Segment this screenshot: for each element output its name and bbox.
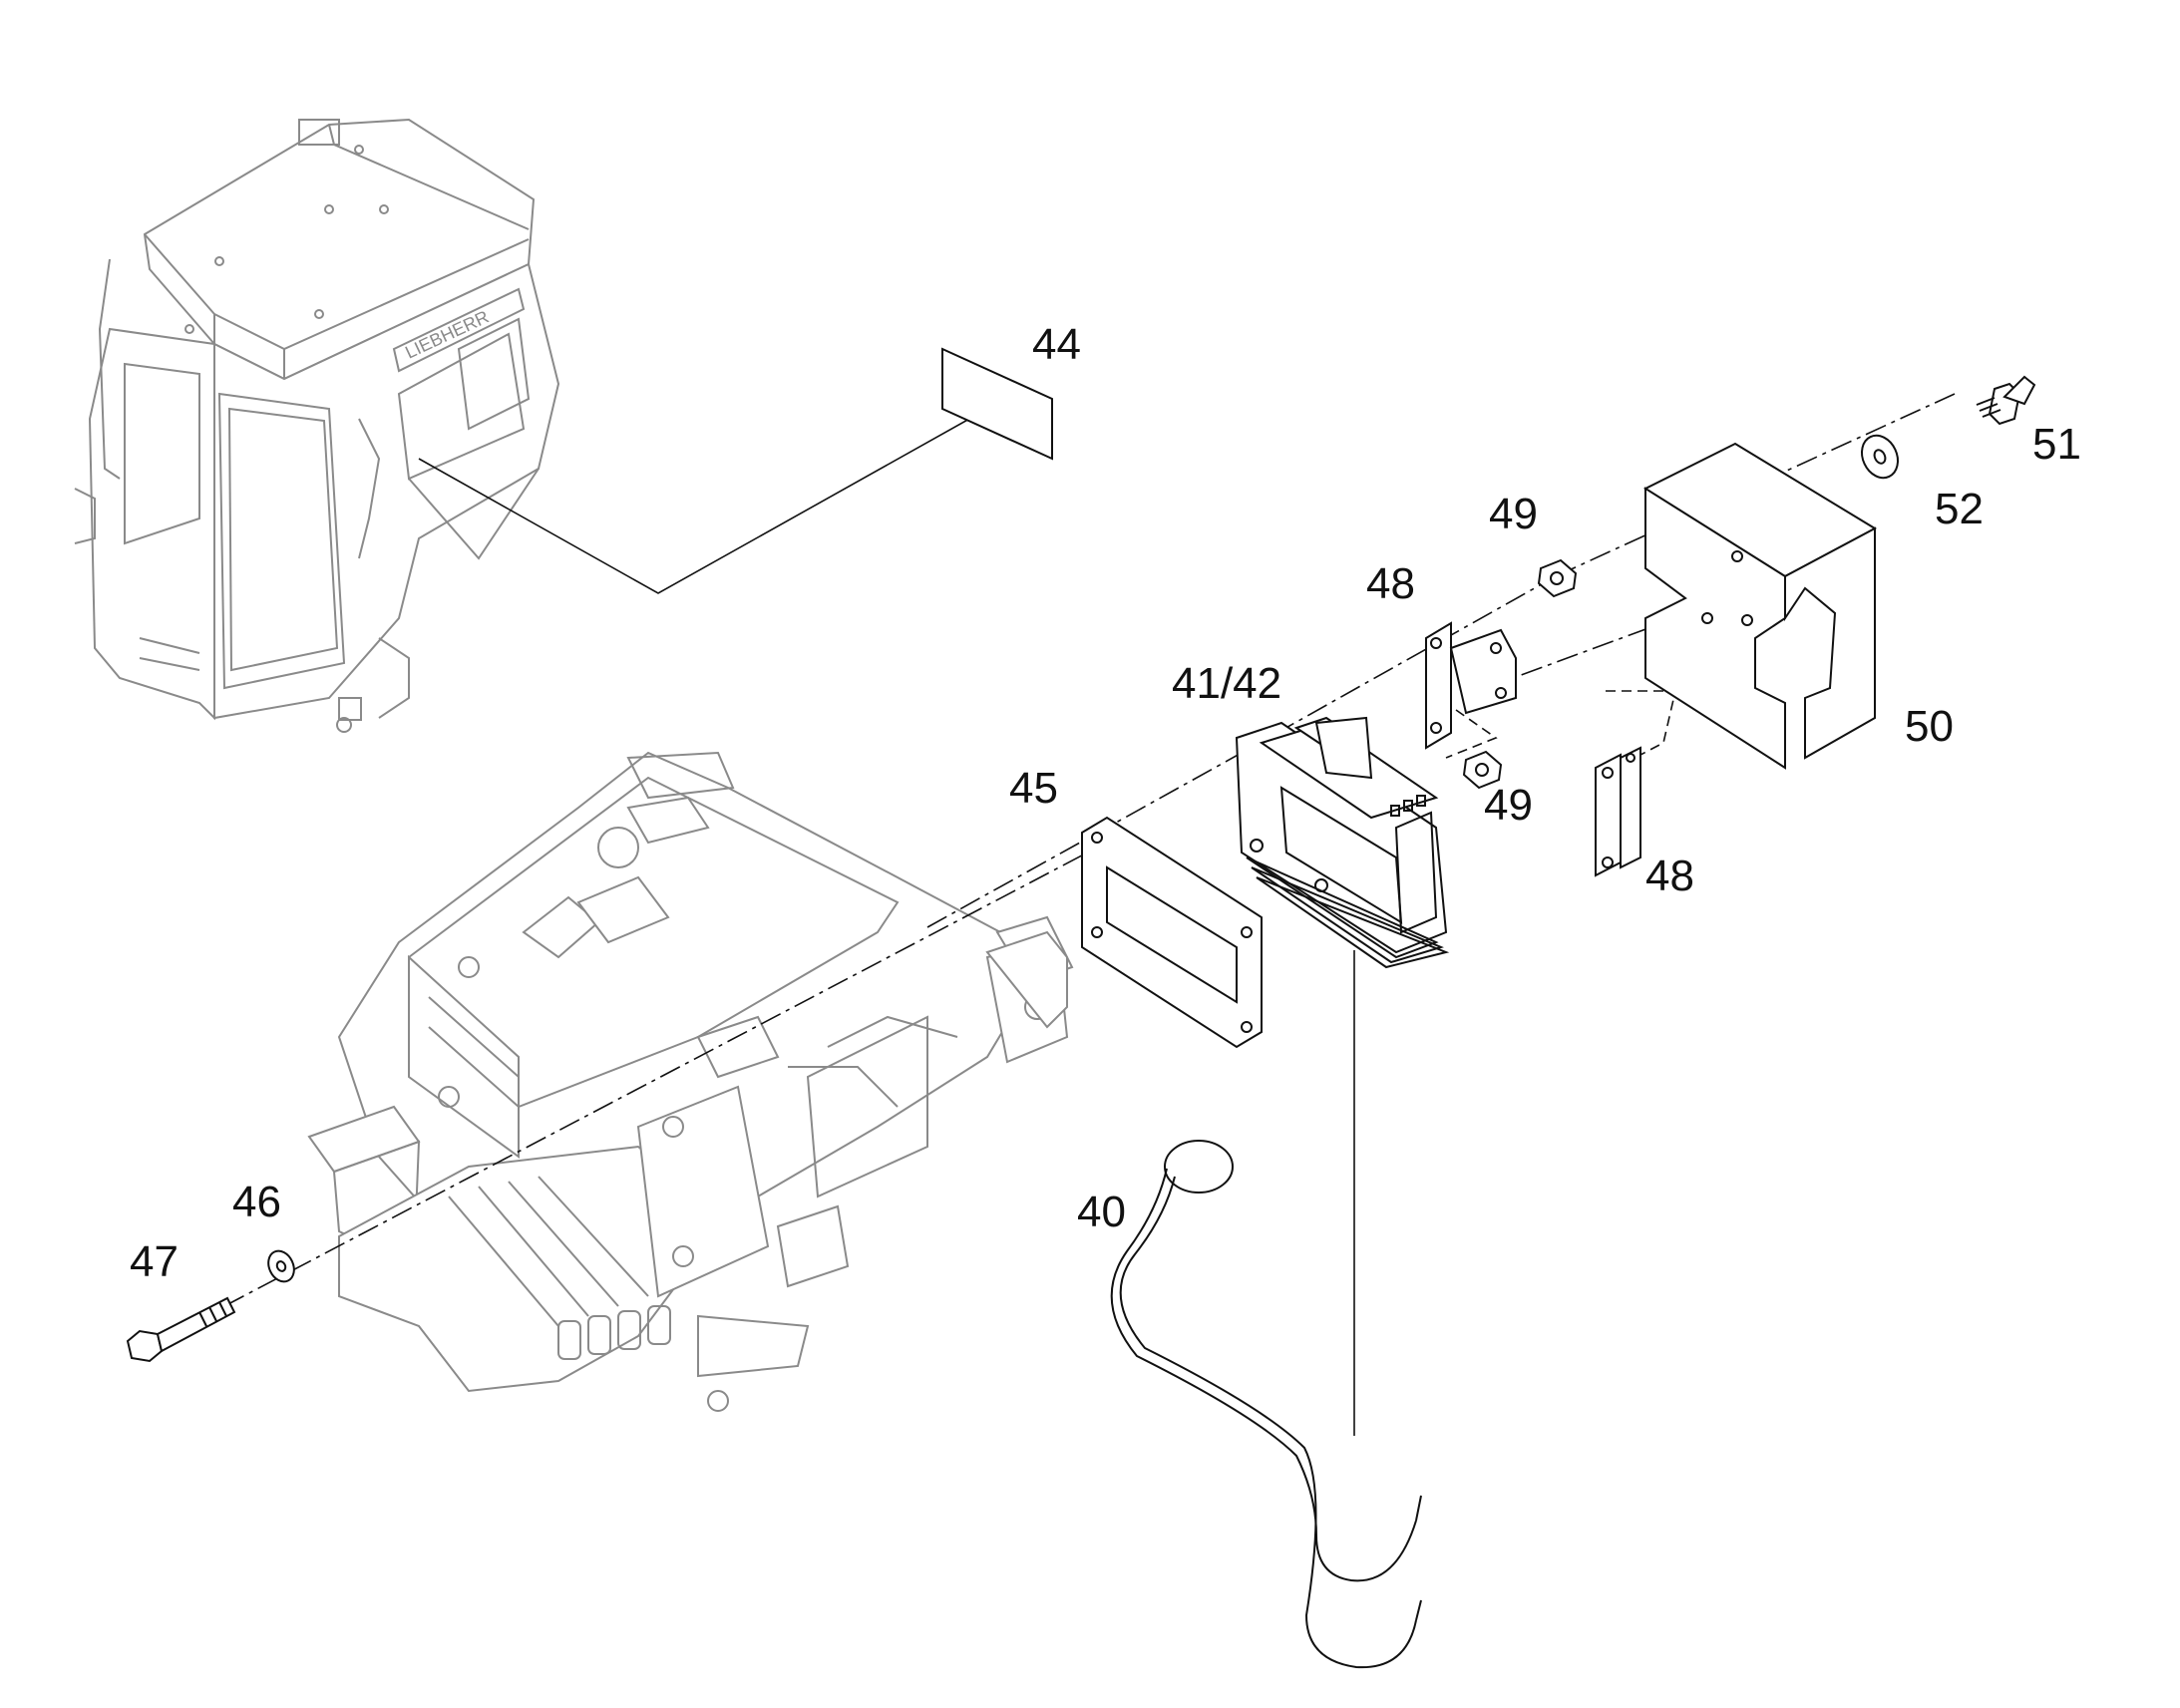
label-40: 40 [1077, 1188, 1126, 1236]
part-50-cover [1642, 442, 1878, 770]
label-52: 52 [1935, 485, 1984, 533]
part-48-bracket-upper [1425, 621, 1517, 750]
label-47: 47 [130, 1237, 179, 1286]
part-44-label-plate [941, 347, 1053, 461]
part-52-washer [1861, 434, 1899, 480]
label-48-lower: 48 [1645, 852, 1694, 900]
operator-cab: LIEBHERR [74, 118, 560, 733]
label-45: 45 [1009, 764, 1058, 813]
part-46-washer [267, 1249, 295, 1283]
label-49-lower: 49 [1484, 781, 1533, 830]
part-47-bolt [126, 1296, 236, 1363]
part-45-gasket-plate [1081, 816, 1263, 1049]
part-labels: 40 41/42 44 45 46 47 48 48 49 49 50 51 5… [130, 320, 2081, 1286]
label-50: 50 [1905, 702, 1954, 751]
part-41-42-control-module [1235, 716, 1450, 969]
label-51: 51 [2032, 420, 2081, 469]
part-49-nut-upper [1537, 558, 1578, 598]
label-44: 44 [1032, 320, 1081, 369]
label-49-upper: 49 [1489, 490, 1538, 538]
part-51-bolt [1976, 375, 2036, 426]
part-48-bracket-lower [1595, 746, 1641, 877]
label-46: 46 [232, 1178, 281, 1226]
uppercarriage-frame [307, 751, 1074, 1412]
label-41-42: 41/42 [1172, 659, 1281, 708]
part-49-nut-lower [1462, 750, 1503, 790]
part-40-sensor-cable [1110, 1140, 1422, 1669]
label-48-upper: 48 [1366, 559, 1415, 608]
